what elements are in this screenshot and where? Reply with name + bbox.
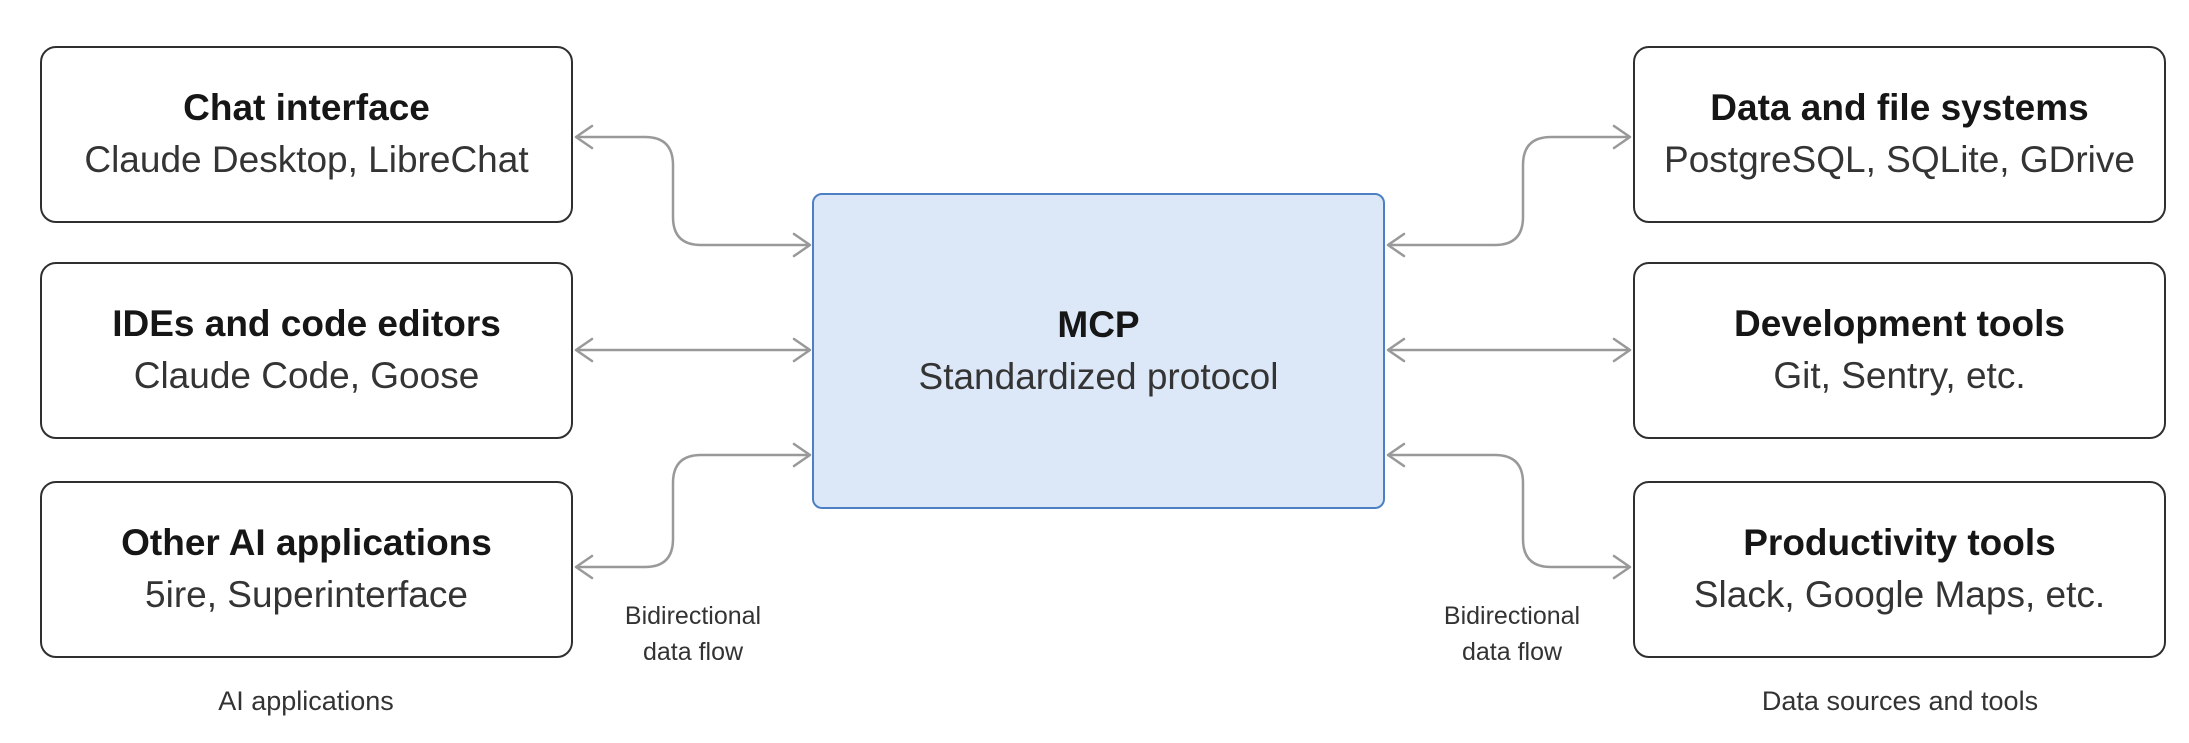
box-title: Development tools [1734,303,2065,345]
caption-data-sources-and-tools: Data sources and tools [1761,686,2039,716]
arrowhead-left-middle-outer [574,337,594,363]
arrowhead-right-middle-outer [1612,337,1632,363]
arrowhead-right-bottom-inner [1386,442,1406,468]
box-title: Chat interface [183,87,430,129]
flow-label-line1: Bidirectional [1443,602,1581,630]
arrowhead-left-bottom-inner [792,442,812,468]
caption-ai-applications: AI applications [218,686,394,716]
connector-right-top [1388,135,1630,247]
arrowhead-left-top-outer [574,124,594,150]
flow-label-left: Bidirectional data flow [583,598,803,671]
arrowhead-right-top-inner [1386,232,1406,258]
box-other-ai-applications: Other AI applications 5ire, Superinterfa… [40,481,573,658]
flow-label-line2: data flow [1461,638,1563,667]
box-title: IDEs and code editors [112,303,501,345]
arrowhead-left-middle-inner [792,337,812,363]
arrowhead-right-bottom-outer [1612,554,1632,580]
box-data-and-file-systems: Data and file systems PostgreSQL, SQLite… [1633,46,2166,223]
box-subtitle: Claude Desktop, LibreChat [84,139,529,180]
mcp-box: MCP Standardized protocol [812,193,1385,509]
box-chat-interface: Chat interface Claude Desktop, LibreChat [40,46,573,223]
box-development-tools: Development tools Git, Sentry, etc. [1633,262,2166,439]
arrowhead-right-top-outer [1612,124,1632,150]
box-productivity-tools: Productivity tools Slack, Google Maps, e… [1633,481,2166,658]
box-subtitle: Claude Code, Goose [133,355,480,396]
flow-label-line2: data flow [642,638,744,667]
arrowhead-left-bottom-outer [574,554,594,580]
box-title: Other AI applications [121,522,492,564]
mcp-subtitle: Standardized protocol [918,355,1279,397]
box-ides-and-code-editors: IDEs and code editors Claude Code, Goose [40,262,573,439]
box-subtitle: 5ire, Superinterface [145,574,468,615]
box-title: Productivity tools [1743,522,2056,564]
mcp-title: MCP [1057,303,1140,345]
box-subtitle: Git, Sentry, etc. [1773,355,2026,396]
connector-left-top [576,135,809,247]
arrowhead-right-middle-inner [1386,337,1406,363]
flow-label-line1: Bidirectional [624,602,762,630]
flow-label-right: Bidirectional data flow [1402,598,1622,671]
connector-left-bottom [576,453,809,569]
box-subtitle: Slack, Google Maps, etc. [1693,574,2106,615]
arrowhead-left-top-inner [792,232,812,258]
connector-right-bottom [1388,453,1630,569]
box-subtitle: PostgreSQL, SQLite, GDrive [1664,139,2135,180]
box-title: Data and file systems [1710,87,2089,129]
